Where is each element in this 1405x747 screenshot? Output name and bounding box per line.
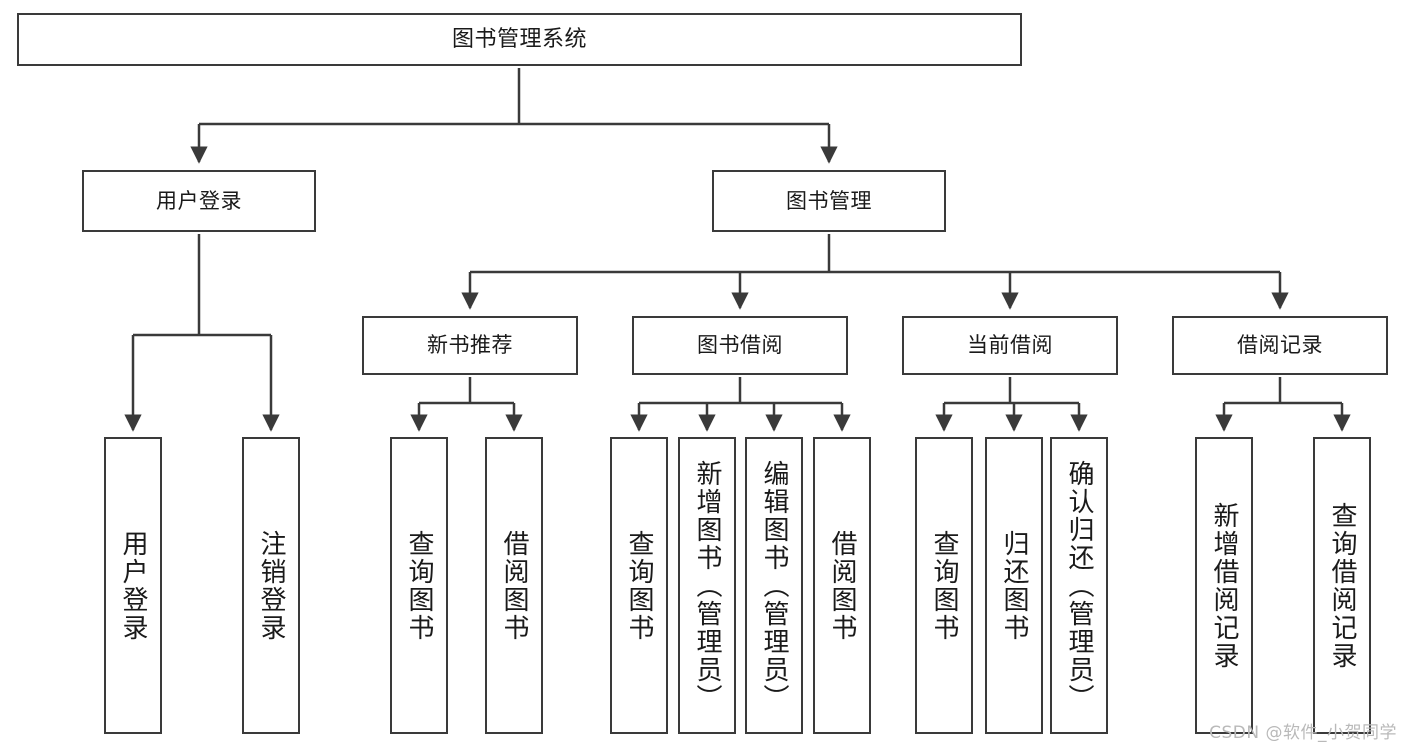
- node-label: 查询图书: [929, 529, 959, 642]
- node-label: 查询借阅记录: [1327, 501, 1357, 670]
- node-label: 借阅图书: [499, 529, 529, 642]
- leaf-borrow-edit-book-admin[interactable]: 编辑图书（管理员）: [745, 437, 803, 734]
- node-label: 新增借阅记录: [1209, 501, 1239, 670]
- leaf-record-query-record[interactable]: 查询借阅记录: [1313, 437, 1371, 734]
- leaf-user-login-signout[interactable]: 注销登录: [242, 437, 300, 734]
- leaf-borrow-query-book[interactable]: 查询图书: [610, 437, 668, 734]
- leaf-borrow-add-book-admin[interactable]: 新增图书（管理员）: [678, 437, 736, 734]
- node-label: 用户登录: [118, 529, 148, 642]
- node-label: 借阅图书: [827, 529, 857, 642]
- leaf-record-add-record[interactable]: 新增借阅记录: [1195, 437, 1253, 734]
- node-label: 图书管理: [786, 188, 872, 213]
- node-label: 图书借阅: [697, 333, 783, 358]
- node-label: 新增图书（管理员）: [692, 459, 722, 712]
- node-label: 归还图书: [999, 529, 1029, 642]
- node-current-borrow[interactable]: 当前借阅: [902, 316, 1118, 375]
- leaf-current-return-book[interactable]: 归还图书: [985, 437, 1043, 734]
- leaf-borrow-borrow-book[interactable]: 借阅图书: [813, 437, 871, 734]
- node-label: 编辑图书（管理员）: [759, 459, 789, 712]
- node-user-login[interactable]: 用户登录: [82, 170, 316, 232]
- leaf-current-confirm-return-admin[interactable]: 确认归还（管理员）: [1050, 437, 1108, 734]
- leaf-recommend-borrow-book[interactable]: 借阅图书: [485, 437, 543, 734]
- node-label: 确认归还（管理员）: [1064, 459, 1094, 712]
- leaf-user-login-signin[interactable]: 用户登录: [104, 437, 162, 734]
- node-label: 图书管理系统: [451, 26, 587, 52]
- node-label: 用户登录: [156, 188, 242, 213]
- node-book-management[interactable]: 图书管理: [712, 170, 946, 232]
- node-root-system[interactable]: 图书管理系统: [17, 13, 1022, 66]
- node-book-borrow[interactable]: 图书借阅: [632, 316, 848, 375]
- node-label: 新书推荐: [427, 333, 513, 358]
- node-label: 查询图书: [404, 529, 434, 642]
- node-borrow-record[interactable]: 借阅记录: [1172, 316, 1388, 375]
- node-label: 注销登录: [256, 529, 286, 642]
- node-label: 查询图书: [624, 529, 654, 642]
- watermark-text: CSDN @软件_小贺同学: [1209, 723, 1397, 743]
- node-new-book-recommend[interactable]: 新书推荐: [362, 316, 578, 375]
- node-label: 借阅记录: [1237, 333, 1323, 358]
- leaf-recommend-query-book[interactable]: 查询图书: [390, 437, 448, 734]
- leaf-current-query-book[interactable]: 查询图书: [915, 437, 973, 734]
- node-label: 当前借阅: [967, 333, 1053, 358]
